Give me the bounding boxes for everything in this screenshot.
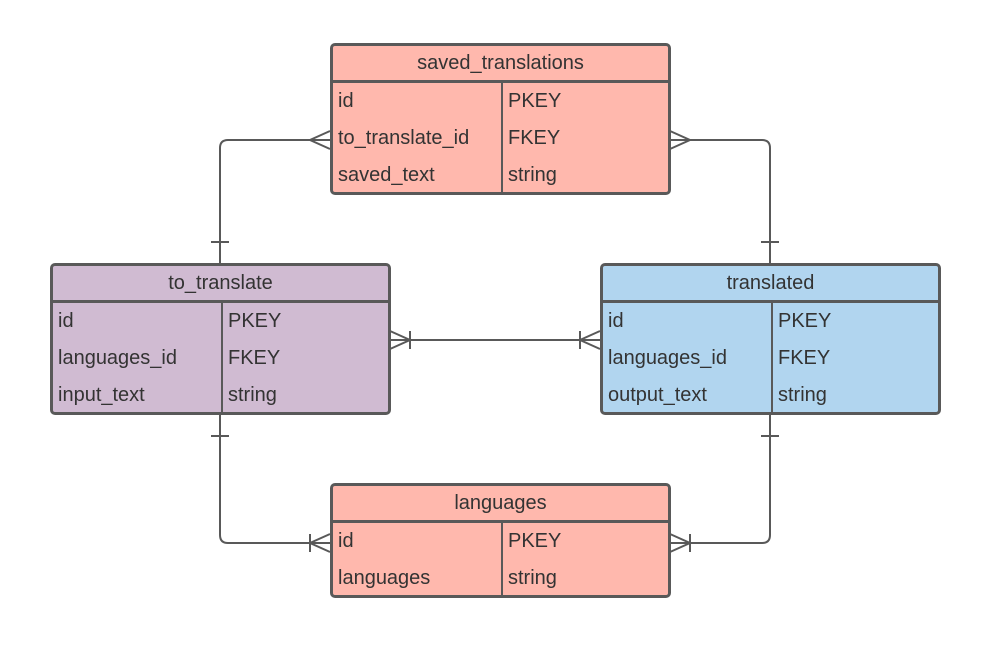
column-divider: [221, 303, 223, 412]
field-name: languages: [338, 567, 431, 589]
field-type: string: [508, 164, 557, 186]
column-divider: [501, 523, 503, 595]
field-type: PKEY: [228, 310, 282, 332]
entity-languages: languages id PKEY languages string: [330, 483, 671, 598]
field-row: languages string: [333, 560, 668, 595]
field-row: to_translate_id FKEY: [333, 120, 668, 157]
field-row: input_text string: [53, 377, 388, 412]
field-type: string: [508, 567, 557, 589]
field-row: saved_text string: [333, 157, 668, 192]
field-row: languages_id FKEY: [603, 340, 938, 377]
crowfoot-saved-right: [669, 130, 693, 150]
field-row: id PKEY: [603, 303, 938, 340]
entity-saved-translations: saved_translations id PKEY to_translate_…: [330, 43, 671, 195]
rel-to-translate-languages: [219, 413, 330, 544]
field-name: id: [338, 530, 354, 552]
field-name: languages_id: [58, 347, 177, 369]
field-type: string: [228, 384, 277, 406]
field-name: output_text: [608, 384, 707, 406]
field-name: id: [338, 90, 354, 112]
field-row: id PKEY: [333, 523, 668, 560]
field-type: FKEY: [508, 127, 561, 149]
entity-title: languages: [333, 486, 668, 523]
entity-to-translate: to_translate id PKEY languages_id FKEY i…: [50, 263, 391, 415]
field-row: output_text string: [603, 377, 938, 412]
rel-translated-languages: [670, 413, 771, 544]
field-type: PKEY: [508, 530, 562, 552]
field-type: PKEY: [778, 310, 832, 332]
field-row: id PKEY: [53, 303, 388, 340]
field-type: PKEY: [508, 90, 562, 112]
entity-title: to_translate: [53, 266, 388, 303]
crowfoot-saved-left: [307, 130, 331, 150]
field-name: id: [608, 310, 624, 332]
rel-translated-saved: [670, 139, 771, 265]
entity-translated: translated id PKEY languages_id FKEY out…: [600, 263, 941, 415]
field-name: languages_id: [608, 347, 727, 369]
column-divider: [501, 83, 503, 192]
column-divider: [771, 303, 773, 412]
field-type: FKEY: [228, 347, 281, 369]
field-type: string: [778, 384, 827, 406]
entity-title: saved_translations: [333, 46, 668, 83]
field-row: languages_id FKEY: [53, 340, 388, 377]
field-type: FKEY: [778, 347, 831, 369]
entity-title: translated: [603, 266, 938, 303]
rel-to-translate-saved: [219, 139, 330, 265]
field-name: id: [58, 310, 74, 332]
field-name: to_translate_id: [338, 127, 470, 149]
field-name: saved_text: [338, 164, 435, 186]
field-row: id PKEY: [333, 83, 668, 120]
field-name: input_text: [58, 384, 145, 406]
